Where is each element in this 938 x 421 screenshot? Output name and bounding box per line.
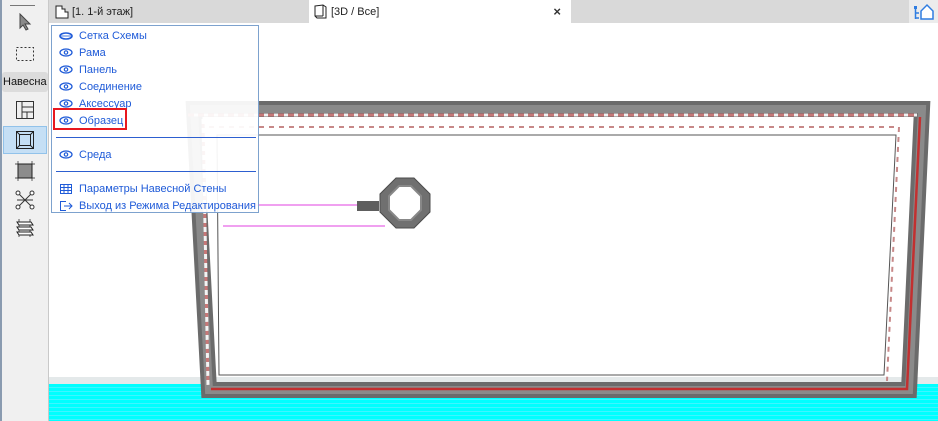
tab-bar: [1. 1-й этаж] [3D / Все] × <box>49 0 938 23</box>
navigator-button[interactable] <box>909 0 938 23</box>
toolbox-section-label: Навесна <box>2 72 48 92</box>
panel-icon <box>15 161 35 181</box>
floor-plan-icon <box>55 5 69 18</box>
scheme-grid-icon <box>16 101 34 119</box>
tab-label: [3D / Все] <box>331 5 380 18</box>
octagon-sample[interactable] <box>357 177 431 229</box>
menu-item-label: Среда <box>79 148 112 161</box>
eye-icon <box>59 65 73 75</box>
exit-icon <box>59 200 73 211</box>
menu-item-exit-edit-mode[interactable]: Выход из Режима Редактирования <box>52 197 258 214</box>
cursor-arrow-icon <box>19 13 32 31</box>
menu-item-frame[interactable]: Рама <box>52 44 258 61</box>
eye-icon <box>59 99 73 109</box>
curtain-wall-visibility-menu: Сетка Схемы Рама Панель Соединение Аксес… <box>51 25 259 213</box>
junction-icon <box>15 190 35 210</box>
panel-tool-button[interactable] <box>3 157 47 185</box>
menu-item-label: Параметры Навесной Стены <box>79 182 227 195</box>
frame-tool-button[interactable] <box>3 126 47 154</box>
menu-item-label: Панель <box>79 63 118 76</box>
menu-item-label: Аксессуар <box>79 97 132 110</box>
eye-icon <box>59 116 73 126</box>
marquee-icon <box>16 47 34 61</box>
eye-icon <box>59 150 73 160</box>
tab-3d-view[interactable]: [3D / Все] × <box>309 0 571 23</box>
menu-item-environment[interactable]: Среда <box>52 146 258 163</box>
marquee-tool-button[interactable] <box>3 40 47 68</box>
navigator-house-icon <box>913 3 934 20</box>
eye-closed-icon <box>59 31 73 41</box>
settings-table-icon <box>59 183 73 194</box>
tab-floor-plan[interactable]: [1. 1-й этаж] <box>55 0 310 23</box>
menu-item-sample[interactable]: Образец <box>52 112 258 129</box>
close-tab-button[interactable]: × <box>553 4 561 19</box>
menu-item-panel[interactable]: Панель <box>52 61 258 78</box>
menu-item-label: Выход из Режима Редактирования <box>79 199 256 212</box>
junction-tool-button[interactable] <box>3 186 47 214</box>
accessory-tool-button[interactable] <box>3 214 47 242</box>
toolbox-divider <box>10 5 35 6</box>
toolbox: Навесна <box>0 0 49 421</box>
menu-item-accessory[interactable]: Аксессуар <box>52 95 258 112</box>
menu-divider <box>56 137 256 138</box>
3d-box-icon <box>314 4 327 19</box>
menu-item-label: Образец <box>79 114 124 127</box>
tab-label: [1. 1-й этаж] <box>72 5 134 18</box>
arrow-tool-button[interactable] <box>3 8 47 36</box>
accessory-icon <box>16 219 34 237</box>
eye-icon <box>59 48 73 58</box>
eye-icon <box>59 82 73 92</box>
menu-item-label: Соединение <box>79 80 143 93</box>
menu-item-scheme-grid[interactable]: Сетка Схемы <box>52 27 258 44</box>
horizon-band <box>49 377 938 385</box>
menu-item-curtain-wall-settings[interactable]: Параметры Навесной Стены <box>52 180 258 197</box>
menu-divider <box>56 171 256 172</box>
menu-item-junction[interactable]: Соединение <box>52 78 258 95</box>
menu-item-label: Рама <box>79 46 106 59</box>
curtain-wall-model <box>185 101 931 398</box>
menu-item-label: Сетка Схемы <box>79 29 147 42</box>
toolbox-edge <box>0 0 2 421</box>
curtain-wall-scheme-button[interactable] <box>3 96 47 124</box>
frame-icon <box>16 131 34 149</box>
